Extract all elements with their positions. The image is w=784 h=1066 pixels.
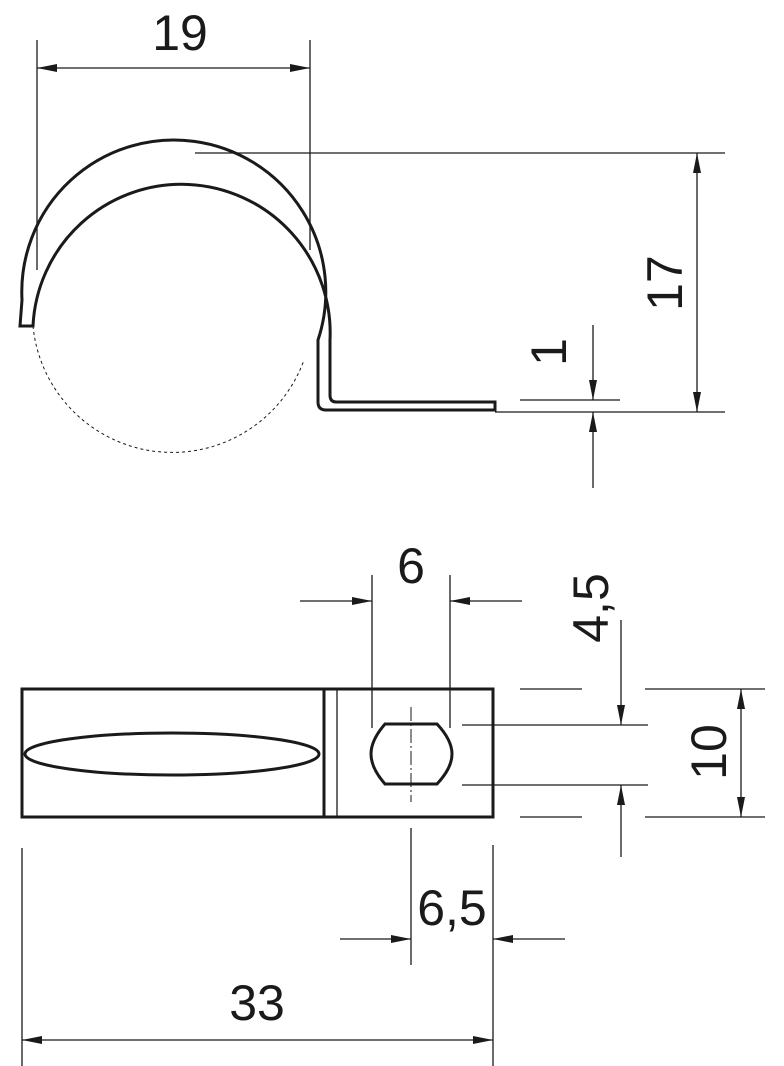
strap-outline xyxy=(20,687,495,819)
dimension-label-10: 10 xyxy=(681,724,737,780)
dimension-label-4-5: 4,5 xyxy=(563,573,619,643)
dimension-label-6-5: 6,5 xyxy=(417,880,487,936)
dimension-label-33: 33 xyxy=(229,975,285,1031)
side-view: 19 17 1 xyxy=(18,5,725,488)
mounting-hole xyxy=(369,722,454,786)
dimension-label-1: 1 xyxy=(521,338,577,366)
dimension-label-17: 17 xyxy=(637,255,693,311)
cable-circle-dashed xyxy=(32,325,305,453)
top-view: 6 4,5 10 6,5 33 xyxy=(20,538,765,1066)
dimension-label-19: 19 xyxy=(152,5,208,61)
clip-outer-profile xyxy=(18,138,497,412)
stiffening-bead xyxy=(23,731,321,777)
dimension-label-6: 6 xyxy=(397,538,425,594)
